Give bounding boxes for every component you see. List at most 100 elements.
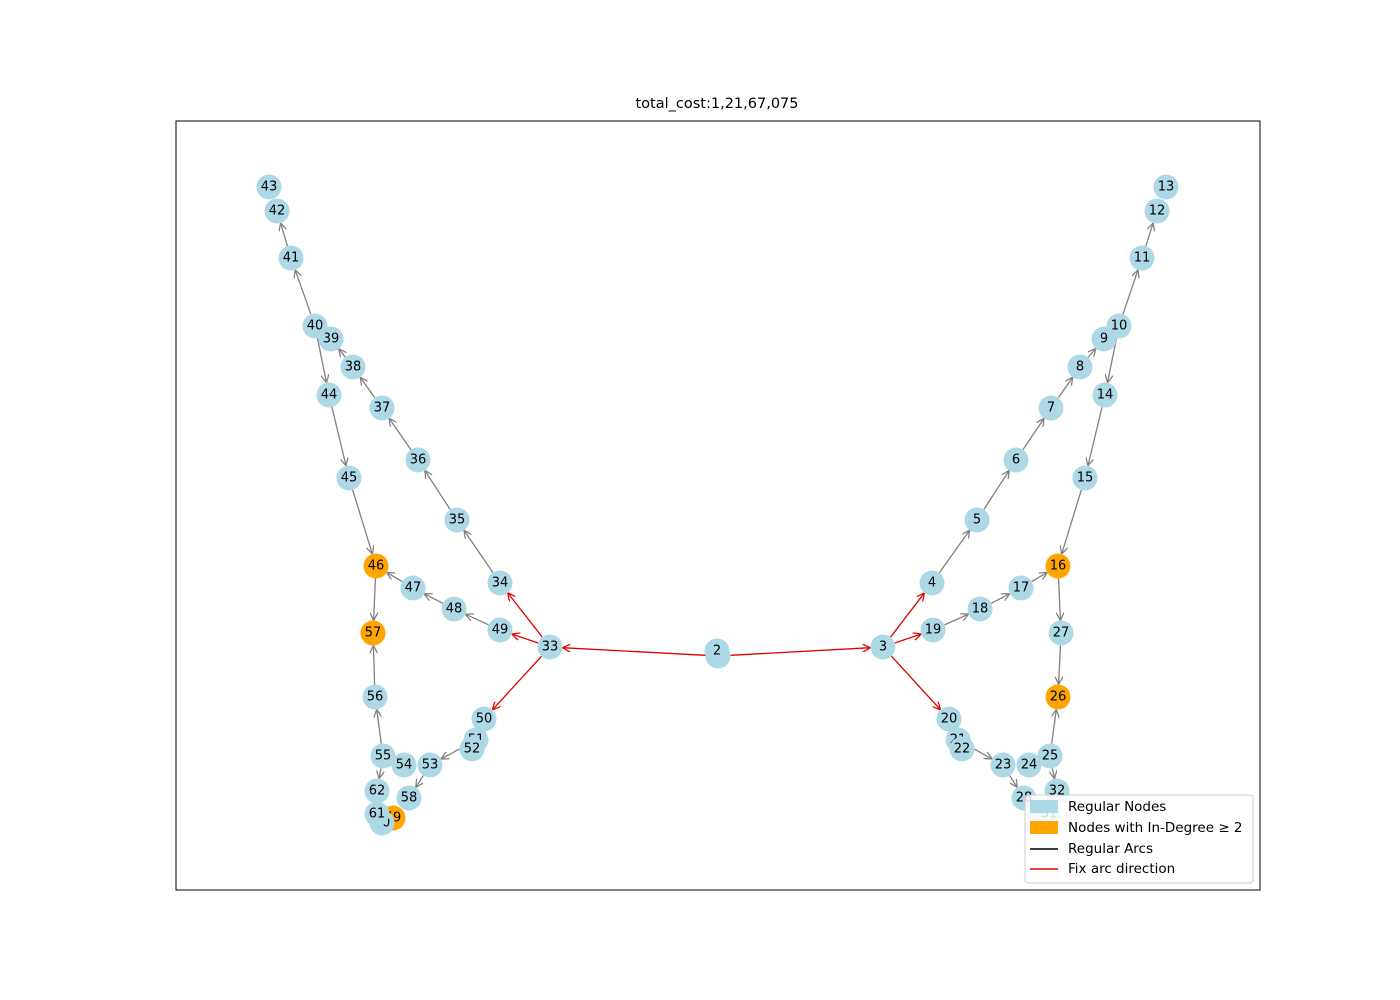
node-label-23: 23 bbox=[995, 758, 1012, 773]
node-label-48: 48 bbox=[446, 602, 463, 617]
fix-arc-3-4 bbox=[890, 593, 925, 638]
node-14: 14 bbox=[1092, 382, 1118, 408]
node-label-50: 50 bbox=[476, 712, 493, 727]
node-8: 8 bbox=[1067, 354, 1093, 380]
node-label-5: 5 bbox=[973, 513, 981, 528]
node-label-24: 24 bbox=[1021, 758, 1038, 773]
node-circle-56 bbox=[362, 684, 388, 710]
node-circle-57 bbox=[360, 620, 386, 646]
node-circle-41 bbox=[278, 245, 304, 271]
node-label-6: 6 bbox=[1012, 453, 1020, 468]
node-45: 45 bbox=[336, 465, 362, 491]
node-18: 18 bbox=[967, 596, 993, 622]
node-43: 43 bbox=[256, 174, 282, 200]
arc-40-41 bbox=[295, 270, 312, 315]
legend-regular-arcs-label: Regular Arcs bbox=[1068, 841, 1153, 857]
arc-14-15 bbox=[1088, 406, 1103, 466]
node-circle-26 bbox=[1045, 684, 1071, 710]
node-circle-55 bbox=[370, 743, 396, 769]
node-25: 25 bbox=[1037, 743, 1063, 769]
node-4: 4 bbox=[919, 570, 945, 596]
node-label-46: 46 bbox=[368, 559, 385, 574]
node-circle-54 bbox=[391, 752, 417, 778]
node-47: 47 bbox=[400, 575, 426, 601]
node-circle-2 bbox=[704, 638, 730, 664]
arc-55-56 bbox=[377, 709, 382, 744]
arc-19-18 bbox=[944, 614, 968, 626]
fix-arc-33-49 bbox=[512, 634, 539, 644]
node-circle-34 bbox=[487, 570, 513, 596]
arc-53-58 bbox=[416, 775, 424, 788]
node-label-41: 41 bbox=[283, 251, 300, 266]
node-label-55: 55 bbox=[375, 749, 392, 764]
node-circle-6 bbox=[1003, 447, 1029, 473]
legend-regular-node-swatch bbox=[1030, 800, 1058, 813]
arc-15-16 bbox=[1062, 489, 1082, 554]
node-label-36: 36 bbox=[410, 453, 427, 468]
node-label-3: 3 bbox=[879, 640, 887, 655]
node-circle-15 bbox=[1072, 465, 1098, 491]
arc-4-5 bbox=[938, 530, 969, 574]
node-circle-53 bbox=[417, 752, 443, 778]
node-13: 13 bbox=[1153, 174, 1179, 200]
node-49: 49 bbox=[487, 617, 513, 643]
fix-arc-1-3 bbox=[730, 648, 870, 656]
node-61: 61 bbox=[364, 801, 390, 827]
node-circle-33 bbox=[537, 634, 563, 660]
node-15: 15 bbox=[1072, 465, 1098, 491]
node-circle-36 bbox=[405, 447, 431, 473]
node-62: 62 bbox=[364, 778, 390, 804]
node-circle-35 bbox=[444, 507, 470, 533]
node-36: 36 bbox=[405, 447, 431, 473]
node-label-44: 44 bbox=[321, 388, 338, 403]
node-label-52: 52 bbox=[464, 742, 481, 757]
arc-38-39 bbox=[339, 349, 346, 357]
arc-47-46 bbox=[387, 572, 403, 583]
node-label-37: 37 bbox=[374, 401, 391, 416]
fix-arc-33-50 bbox=[492, 655, 543, 710]
node-label-17: 17 bbox=[1013, 581, 1030, 596]
node-circle-4 bbox=[919, 570, 945, 596]
arc-25-26 bbox=[1051, 709, 1057, 744]
node-40: 40 bbox=[302, 313, 328, 339]
node-3: 3 bbox=[870, 634, 896, 660]
node-label-49: 49 bbox=[492, 623, 509, 638]
node-label-54: 54 bbox=[396, 758, 413, 773]
node-circle-37 bbox=[369, 395, 395, 421]
arc-10-11 bbox=[1122, 270, 1138, 315]
node-34: 34 bbox=[487, 570, 513, 596]
arc-55-62 bbox=[379, 768, 381, 778]
arc-6-7 bbox=[1022, 418, 1044, 450]
node-label-42: 42 bbox=[269, 204, 286, 219]
node-circle-7 bbox=[1038, 395, 1064, 421]
node-37: 37 bbox=[369, 395, 395, 421]
node-circle-58 bbox=[396, 785, 422, 811]
node-44: 44 bbox=[316, 382, 342, 408]
node-circle-62 bbox=[364, 778, 390, 804]
plot-frame bbox=[175, 120, 1261, 891]
node-50: 50 bbox=[471, 706, 497, 732]
node-label-38: 38 bbox=[345, 360, 362, 375]
node-circle-10 bbox=[1106, 313, 1132, 339]
node-circle-52 bbox=[459, 736, 485, 762]
arc-56-57 bbox=[373, 645, 374, 685]
arc-5-6 bbox=[983, 470, 1009, 510]
node-circle-38 bbox=[340, 354, 366, 380]
node-label-33: 33 bbox=[542, 640, 559, 655]
arc-10-14 bbox=[1107, 338, 1118, 382]
arc-17-16 bbox=[1031, 572, 1048, 583]
node-label-7: 7 bbox=[1047, 401, 1055, 416]
arcs-layer bbox=[281, 223, 1154, 788]
node-label-13: 13 bbox=[1158, 180, 1175, 195]
node-54: 54 bbox=[391, 752, 417, 778]
node-41: 41 bbox=[278, 245, 304, 271]
fix-arc-33-34 bbox=[508, 593, 543, 638]
arc-23-28 bbox=[1009, 775, 1018, 788]
node-label-27: 27 bbox=[1053, 626, 1070, 641]
node-7: 7 bbox=[1038, 395, 1064, 421]
node-label-15: 15 bbox=[1077, 471, 1094, 486]
fix-arc-1-33 bbox=[562, 648, 706, 656]
node-label-19: 19 bbox=[925, 623, 942, 638]
arc-18-17 bbox=[990, 594, 1010, 604]
node-circle-17 bbox=[1008, 575, 1034, 601]
